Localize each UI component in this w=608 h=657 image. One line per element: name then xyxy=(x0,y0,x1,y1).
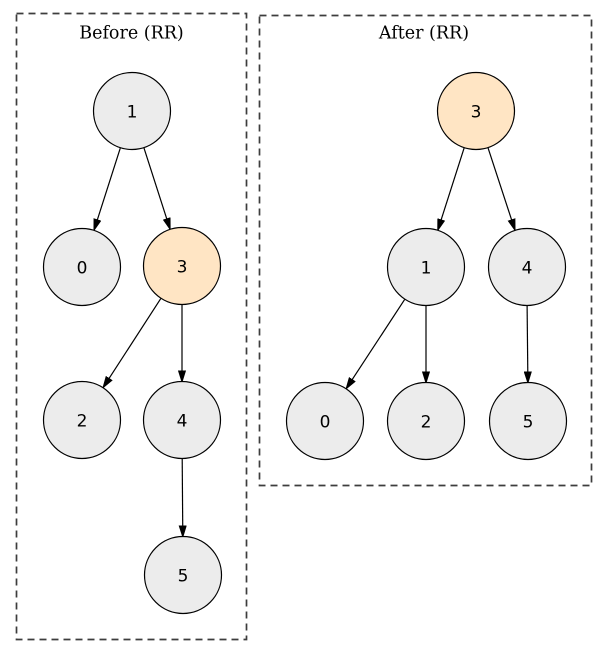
node-circle xyxy=(285,381,365,461)
node-after-0: 0 xyxy=(285,381,365,461)
node-after-2: 2 xyxy=(386,381,466,461)
node-label: 0 xyxy=(320,412,331,432)
edge-before-1-0 xyxy=(94,147,121,230)
node-label: 5 xyxy=(523,412,534,432)
node-label: 1 xyxy=(421,258,432,278)
edge-before-3-2 xyxy=(103,298,162,388)
edge-before-1-3 xyxy=(143,147,170,229)
edge-after-4-5 xyxy=(527,305,528,383)
node-after-5: 5 xyxy=(488,381,568,461)
node-before-0: 0 xyxy=(42,227,122,307)
panel-before-border xyxy=(15,12,248,641)
node-circle xyxy=(488,381,568,461)
node-label: 1 xyxy=(127,102,138,122)
edge-after-3-4 xyxy=(487,147,515,230)
edge-before-4-5 xyxy=(182,458,183,537)
node-label: 3 xyxy=(177,257,188,277)
node-after-3-highlighted: 3 xyxy=(436,71,516,151)
node-label: 2 xyxy=(77,411,88,431)
node-circle xyxy=(42,380,122,460)
node-circle xyxy=(142,380,222,460)
node-circle xyxy=(143,535,223,615)
node-label: 2 xyxy=(421,412,432,432)
panel-before: Before (RR) 1 0 3 2 xyxy=(15,12,248,641)
node-label: 3 xyxy=(471,102,482,122)
node-label: 4 xyxy=(522,258,533,278)
node-label: 4 xyxy=(177,411,188,431)
edge-after-3-1 xyxy=(438,147,465,230)
node-label: 5 xyxy=(178,566,189,586)
panel-after-border xyxy=(258,14,593,487)
node-before-4: 4 xyxy=(142,380,222,460)
node-circle xyxy=(142,226,222,306)
panel-before-title: Before (RR) xyxy=(79,24,184,44)
node-after-1: 1 xyxy=(386,227,466,307)
node-circle xyxy=(42,227,122,307)
edge-after-1-0 xyxy=(346,299,406,389)
node-before-5: 5 xyxy=(143,535,223,615)
node-circle xyxy=(436,71,516,151)
node-after-4: 4 xyxy=(487,227,567,307)
panel-after: After (RR) 3 1 4 0 xyxy=(258,14,593,487)
node-label: 0 xyxy=(77,258,88,278)
node-before-1: 1 xyxy=(92,71,172,151)
panel-after-title: After (RR) xyxy=(378,24,469,44)
node-circle xyxy=(386,227,466,307)
node-before-3-highlighted: 3 xyxy=(142,226,222,306)
node-circle xyxy=(487,227,567,307)
node-circle xyxy=(386,381,466,461)
node-circle xyxy=(92,71,172,151)
node-before-2: 2 xyxy=(42,380,122,460)
